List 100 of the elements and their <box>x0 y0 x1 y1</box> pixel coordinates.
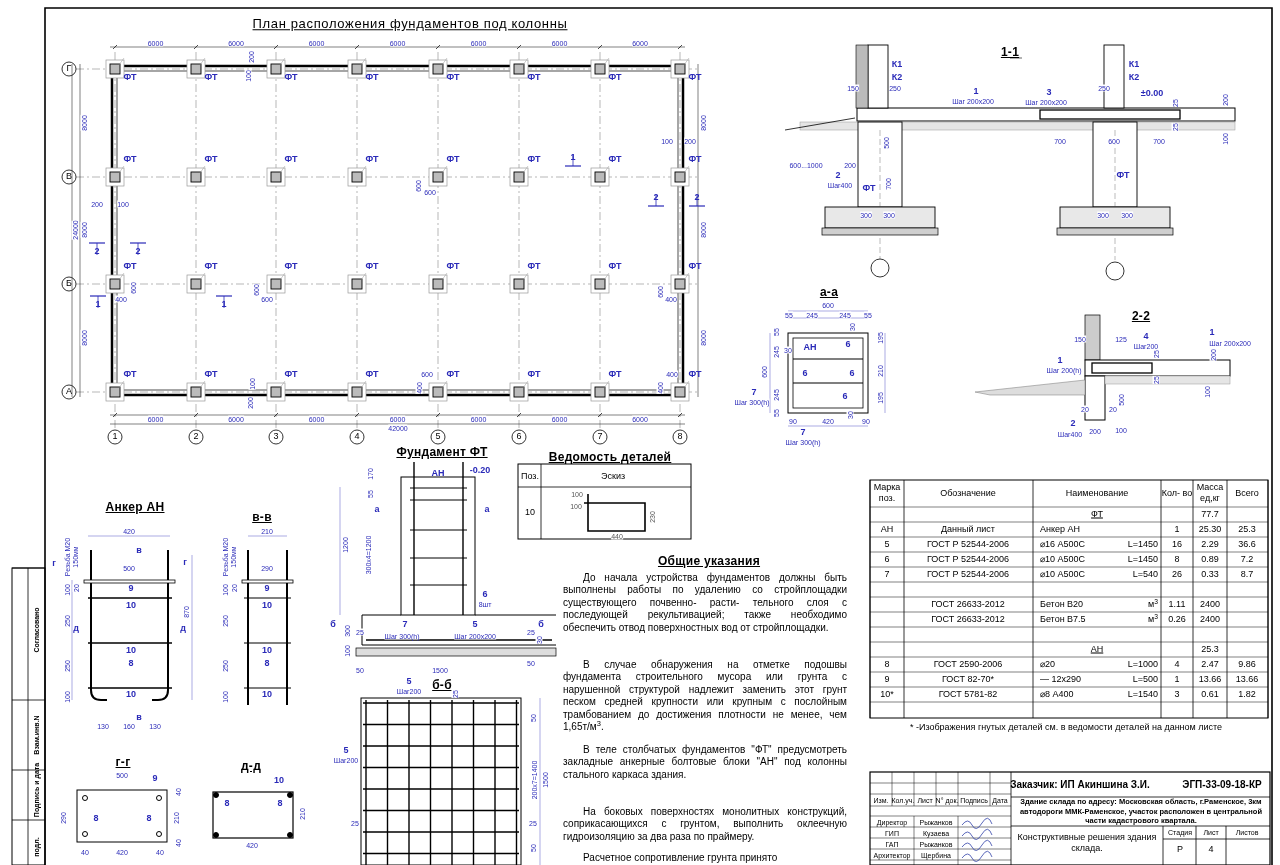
foundation-mark: ФТ <box>365 153 379 167</box>
table-text: L=540 <box>1132 569 1158 579</box>
table-text: 25.30 <box>1198 524 1222 534</box>
callout-number: 8 <box>264 658 270 668</box>
callout-number: 10 <box>262 645 272 655</box>
table-text: 4 <box>1174 659 1180 669</box>
note-paragraph: В теле столбчатых фундаментов "ФТ" предусмотреть закладные анкерные болтовые блоки "АН" под колонны стального каркаса здания. <box>563 744 847 782</box>
axis-label: 2 <box>193 430 199 444</box>
table-text: ⌀10 А500С <box>1040 554 1086 564</box>
table-text: 10* <box>880 689 894 699</box>
table-text: 8 <box>1174 554 1180 564</box>
title-block-text: Конструктивные решения здания склада. <box>1017 832 1157 854</box>
callout-number: д <box>73 623 79 633</box>
callout-number: 1 <box>1057 355 1063 365</box>
table-text: Марка поз. <box>872 482 902 504</box>
callout-number: 10 <box>126 645 136 655</box>
foundation-mark: ФТ <box>204 368 218 382</box>
foundation-mark: ФТ <box>204 260 218 274</box>
table-text: 8 <box>884 659 890 669</box>
callout-number: 8 <box>277 798 283 808</box>
title-block-text: Заказчик: ИП Акиншина З.И. <box>1010 777 1150 792</box>
table-text: Эскиз <box>600 471 626 481</box>
callout-number: 2 <box>835 170 841 180</box>
table-text: Данный лист <box>941 524 995 534</box>
foundation-mark: ФТ <box>365 368 379 382</box>
callout-number: 2 <box>94 246 100 256</box>
foundation-mark: ФТ <box>446 260 460 274</box>
table-text: — 12x290 <box>1040 674 1082 684</box>
table-text: 13.66 <box>1235 674 1259 684</box>
table-text: Бетон В7.5 <box>1040 614 1086 624</box>
table-text: L=500 <box>1132 674 1158 684</box>
table-text: Наименование <box>1065 488 1129 498</box>
foundation-mark: ФТ <box>123 260 137 274</box>
callout-number: 6 <box>482 589 488 599</box>
callout-number: 10 <box>274 775 284 785</box>
table-text: ГОСТ 26633-2012 <box>931 614 1005 624</box>
note-paragraph: В случае обнаружения на отметке подошвы фундамента строительного мусора или грунта с нарушенной структурой надлежит заменить этот грунт песком средней крупности или крупным с послойным трамбованием до достижения плотности не менее, чем 1,65т/м$^{3}$. <box>563 659 847 734</box>
table-text: АН <box>880 524 894 534</box>
table-text: м$^{3}$ <box>1148 614 1158 624</box>
callout-number: 10 <box>126 600 136 610</box>
callout-number: К2 <box>1128 72 1140 82</box>
foundation-mark: ФТ <box>446 368 460 382</box>
table-text: 5 <box>884 539 890 549</box>
table-text: 2.29 <box>1201 539 1219 549</box>
table-text: Кол- во <box>1161 487 1193 499</box>
table-text: * -Изображения гнутых деталей см. в ведомости деталей на данном листе <box>909 722 1223 732</box>
axis-label: Б <box>66 277 72 291</box>
table-text: ГОСТ 82-70* <box>941 674 995 684</box>
foundation-mark: ФТ <box>365 260 379 274</box>
callout-number: 1 <box>570 152 576 162</box>
callout-number: г <box>183 557 187 567</box>
note-paragraph: До начала устройства фундаментов должны быть выполнены работы по удалению со стройплощадки существующего почвенно- расти- тельного слоя с последующей рекультивацией; также необходимо обеспечить отвод поверхностных вод от стройплощадки. <box>563 572 847 635</box>
table-text: 2400 <box>1200 614 1220 624</box>
section-heading: б-б <box>432 677 452 694</box>
foundation-mark: ФТ <box>608 153 622 167</box>
callout-number: 9 <box>128 583 134 593</box>
table-text: 26 <box>1172 569 1182 579</box>
table-text: 7 <box>884 569 890 579</box>
table-text: 6 <box>884 554 890 564</box>
foundation-mark: ФТ <box>527 71 541 85</box>
callout-number: 8 <box>146 813 152 823</box>
foundation-mark: ФТ <box>365 71 379 85</box>
foundation-mark: ФТ <box>527 260 541 274</box>
foundation-mark: ФТ <box>527 368 541 382</box>
callout-number: -0.20 <box>469 465 491 475</box>
callout-number: К1 <box>891 59 903 69</box>
callout-number: 7 <box>751 387 757 397</box>
foundation-mark: ФТ <box>123 153 137 167</box>
callout-number: в <box>136 545 142 555</box>
table-text: 9 <box>884 674 890 684</box>
axis-label: 1 <box>112 430 118 444</box>
table-text: 1 <box>1174 524 1180 534</box>
section-heading: 2-2 <box>1131 308 1151 325</box>
axis-label: А <box>66 385 72 399</box>
table-text: 2.47 <box>1201 659 1219 669</box>
callout-number: 7 <box>800 427 806 437</box>
table-text: ГОСТ 26633-2012 <box>931 599 1005 609</box>
foundation-mark: ФТ <box>123 71 137 85</box>
callout-number: 6 <box>845 339 851 349</box>
foundation-mark: ФТ <box>608 368 622 382</box>
table-text: 3 <box>1174 689 1180 699</box>
callout-number: 5 <box>406 676 412 686</box>
callout-number: ФТ <box>1116 170 1130 180</box>
table-text: 13.66 <box>1198 674 1222 684</box>
callout-number: б <box>538 619 544 629</box>
table-text: 8.7 <box>1240 569 1254 579</box>
section-heading: Анкер АН <box>105 499 165 516</box>
table-text: АН <box>1090 644 1104 654</box>
section-heading: в-в <box>252 509 272 526</box>
table-text: ГОСТ Р 52544-2006 <box>926 554 1010 564</box>
callout-number: 8 <box>128 658 134 668</box>
callout-number: 2 <box>1070 418 1076 428</box>
table-text: 7.2 <box>1240 554 1254 564</box>
table-text: 1 <box>1174 674 1180 684</box>
table-text: Поз. <box>521 471 539 481</box>
callout-number: 1 <box>221 299 227 309</box>
table-text: 9.86 <box>1238 659 1256 669</box>
table-text: Р <box>1177 844 1183 854</box>
foundation-mark: ФТ <box>608 71 622 85</box>
callout-number: 1 <box>1209 327 1215 337</box>
